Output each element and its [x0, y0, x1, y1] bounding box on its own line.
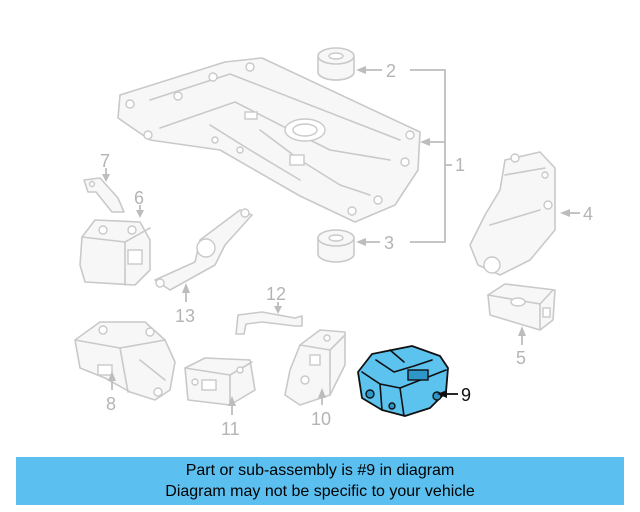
- banner-line-disclaimer: Diagram may not be specific to your vehi…: [165, 483, 475, 500]
- part-8-engine-mount: [74, 321, 176, 401]
- part-10-bracket: [284, 329, 346, 406]
- part-7-bracket: [83, 177, 125, 213]
- callout-6: 6: [134, 188, 144, 208]
- info-banner: Part or sub-assembly is #9 in diagram Di…: [16, 457, 624, 505]
- parts-diagram: 1 2 3 4 5 6 7 8 9 10 11 12 13: [74, 47, 593, 439]
- part-11-block-mount: [184, 357, 256, 406]
- callout-9: 9: [461, 385, 471, 405]
- part-12-rod: [235, 311, 303, 335]
- part-2-bushing: [317, 47, 355, 81]
- callout-10: 10: [311, 409, 331, 429]
- callout-2: 2: [386, 61, 396, 81]
- callout-3: 3: [384, 233, 394, 253]
- callout-8: 8: [106, 394, 116, 414]
- part-4-bracket: [469, 151, 556, 276]
- part-1-subframe: [117, 57, 421, 223]
- callout-11: 11: [221, 419, 240, 439]
- callout-13: 13: [175, 306, 195, 326]
- callout-1: 1: [455, 155, 465, 175]
- part-3-bushing: [317, 229, 355, 263]
- part-6-mount: [79, 219, 151, 286]
- part-5-mount-block: [487, 283, 556, 331]
- callout-4: 4: [583, 204, 593, 224]
- banner-line-part: Part or sub-assembly is #9 in diagram: [185, 462, 455, 479]
- callout-leaders: [102, 66, 580, 415]
- callout-7: 7: [100, 151, 110, 171]
- part-9-transmission-mount: [357, 345, 449, 417]
- callout-12: 12: [266, 284, 286, 304]
- part-13-torque-arm: [154, 208, 253, 291]
- callout-5: 5: [516, 348, 526, 368]
